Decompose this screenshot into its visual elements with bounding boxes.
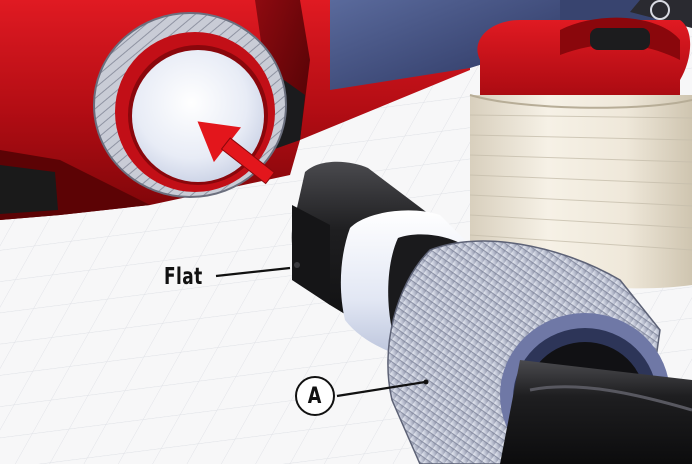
cartridge xyxy=(291,161,692,464)
a-leader-line xyxy=(336,380,426,398)
flat-callout-label: Flat xyxy=(164,264,203,290)
cap-assembly xyxy=(469,17,692,289)
callout-a-label: A xyxy=(308,383,322,409)
flat-leader-line xyxy=(215,266,291,278)
callout-circle: A xyxy=(295,376,335,416)
red-direction-arrow xyxy=(197,121,276,185)
